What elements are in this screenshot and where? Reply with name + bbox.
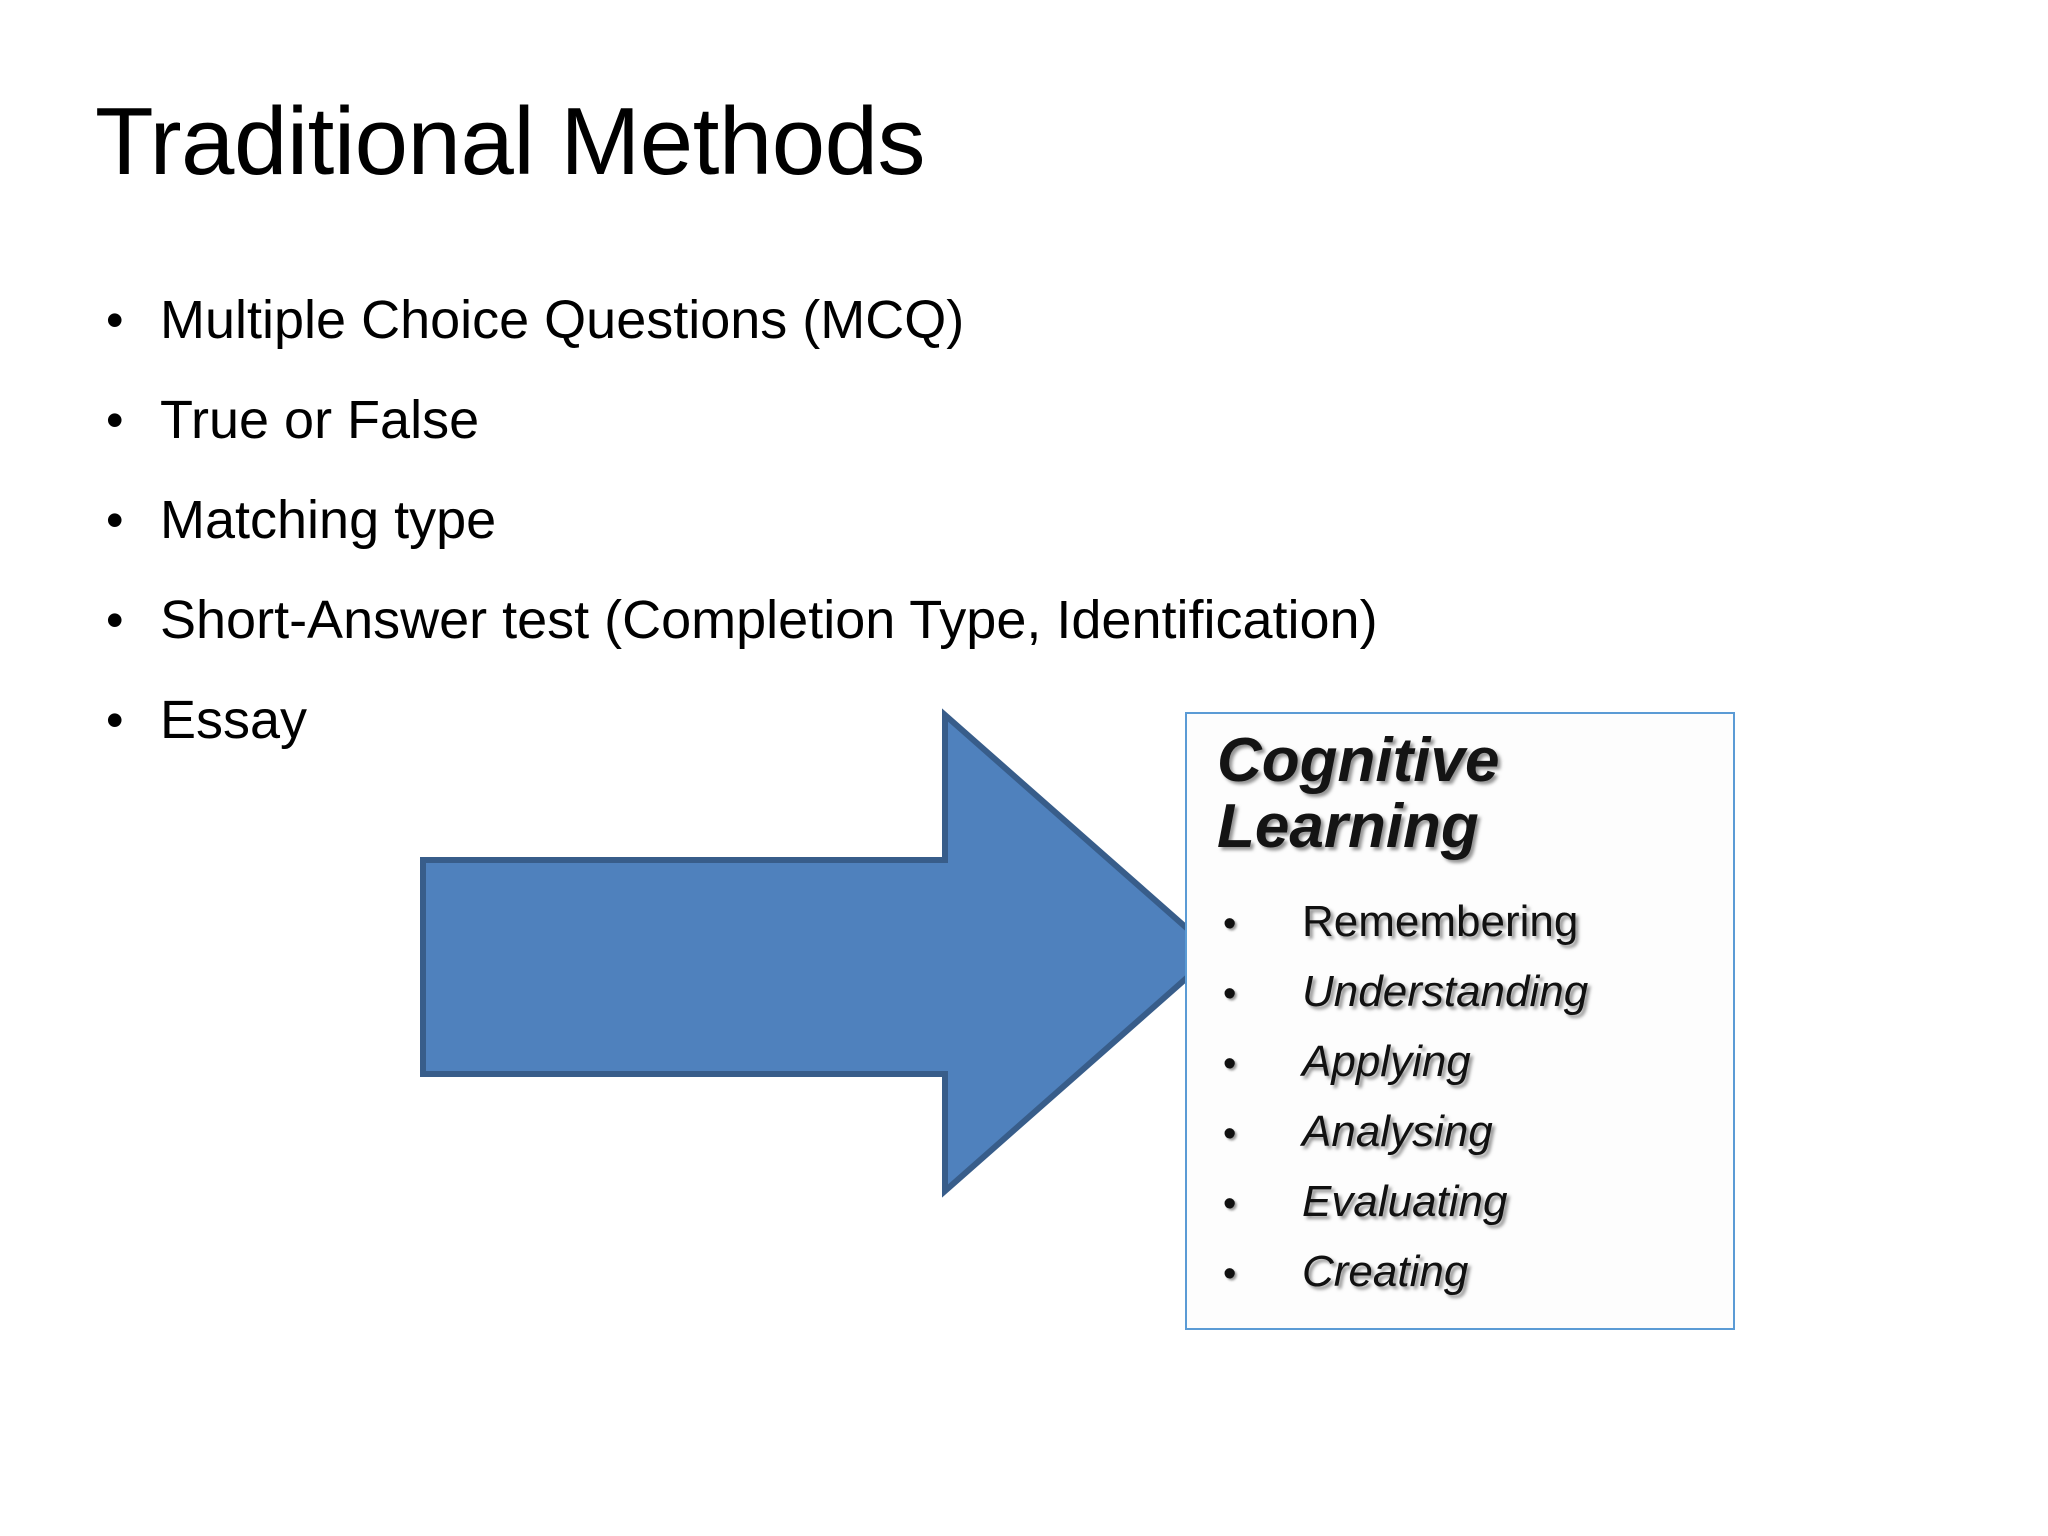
page-title: Traditional Methods <box>95 88 926 195</box>
list-item: • Evaluating <box>1207 1174 1727 1244</box>
cognitive-heading-line-1: Cognitive <box>1217 726 1500 795</box>
bullet-dot-icon: • <box>1223 973 1237 1015</box>
list-item-label: Analysing <box>1302 1107 1493 1156</box>
list-item-label: Short-Answer test (Completion Type, Iden… <box>160 590 1378 650</box>
list-item: • Short-Answer test (Completion Type, Id… <box>100 588 1800 688</box>
cognitive-learning-list: • Remembering • Understanding • Applying… <box>1207 894 1727 1314</box>
bullet-dot-icon: • <box>1223 1113 1237 1155</box>
list-item: • Analysing <box>1207 1104 1727 1174</box>
bullet-dot-icon: • <box>1223 1183 1237 1225</box>
bullet-dot-icon: • <box>106 392 124 448</box>
list-item-label: Matching type <box>160 490 497 550</box>
bullet-dot-icon: • <box>1223 1043 1237 1085</box>
list-item-label: Multiple Choice Questions (MCQ) <box>160 290 965 350</box>
cognitive-learning-heading: Cognitive Learning <box>1217 728 1637 860</box>
bullet-dot-icon: • <box>106 492 124 548</box>
list-item: • Remembering <box>1207 894 1727 964</box>
list-item: • Multiple Choice Questions (MCQ) <box>100 288 1800 388</box>
list-item: • Matching type <box>100 488 1800 588</box>
cognitive-heading-line-2: Learning <box>1217 792 1479 861</box>
list-item-label: True or False <box>160 390 480 450</box>
bullet-dot-icon: • <box>106 292 124 348</box>
list-item: • Understanding <box>1207 964 1727 1034</box>
cognitive-learning-panel: Cognitive Learning • Remembering • Under… <box>1185 712 1735 1330</box>
list-item-label: Essay <box>160 690 308 750</box>
bullet-dot-icon: • <box>1223 1253 1237 1295</box>
bullet-dot-icon: • <box>106 592 124 648</box>
bullet-dot-icon: • <box>106 692 124 748</box>
traditional-methods-list: • Multiple Choice Questions (MCQ) • True… <box>100 288 1800 788</box>
list-item-label: Applying <box>1302 1037 1471 1086</box>
list-item: • Applying <box>1207 1034 1727 1104</box>
list-item-label: Evaluating <box>1302 1177 1508 1226</box>
bullet-dot-icon: • <box>1223 903 1237 945</box>
right-arrow-icon <box>420 708 1220 1198</box>
list-item: • True or False <box>100 388 1800 488</box>
list-item: • Essay <box>100 688 1800 788</box>
list-item-label: Remembering <box>1302 897 1579 946</box>
list-item: • Creating <box>1207 1244 1727 1314</box>
list-item-label: Creating <box>1302 1247 1469 1296</box>
list-item-label: Understanding <box>1302 967 1589 1016</box>
